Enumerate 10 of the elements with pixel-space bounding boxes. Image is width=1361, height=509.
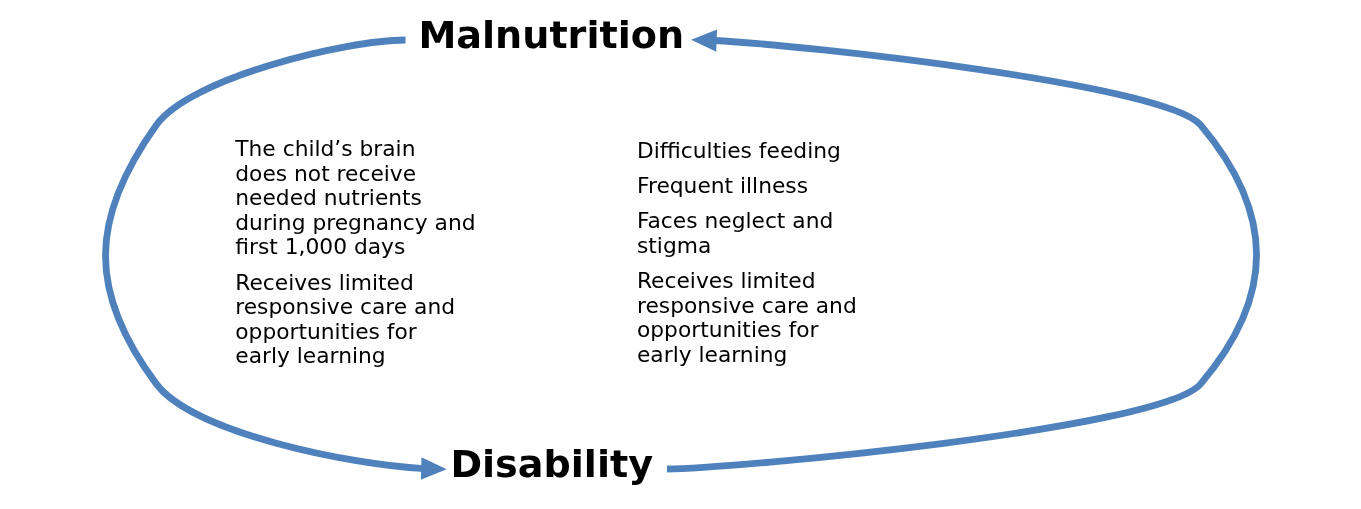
label: The child’s brain does not receive needed nutrients during pregnancy and first 1,000 days (234, 136, 476, 260)
label: Receives limited responsive care and opportunities for early learning (636, 268, 857, 367)
arrow (101, 36, 447, 480)
label: Frequent illness (636, 172, 808, 198)
label: Receives limited responsive care and opportunities for early learning (234, 269, 455, 369)
arrow (666, 29, 1260, 473)
label: Faces neglect and stigma (636, 208, 833, 258)
label: Difficulties feeding (636, 137, 841, 163)
node-text: Disability (449, 442, 653, 487)
node-text: Malnutrition (417, 13, 684, 58)
